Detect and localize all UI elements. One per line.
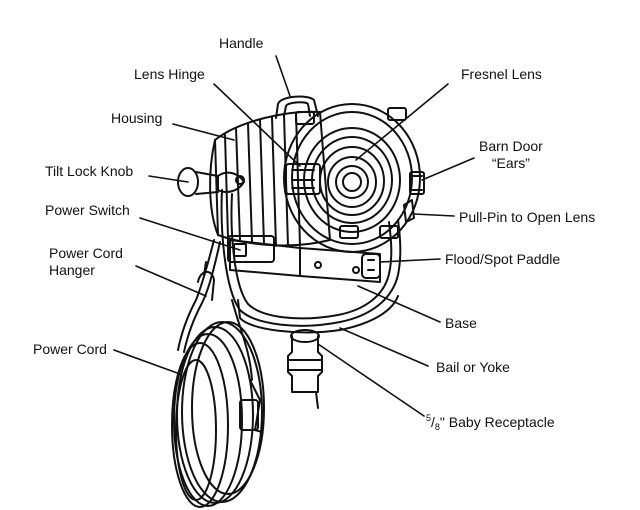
- label-power-cord-hanger-line1: Power Cord: [49, 245, 123, 261]
- power-cord: [177, 239, 221, 353]
- label-tilt-lock-knob: Tilt Lock Knob: [45, 163, 134, 179]
- label-lens-hinge: Lens Hinge: [134, 66, 205, 82]
- label-baby-receptacle-numerator: 5: [426, 413, 432, 423]
- label-flood-spot-paddle: Flood/Spot Paddle: [445, 251, 561, 267]
- label-fresnel-lens: Fresnel Lens: [461, 66, 542, 82]
- handle: [275, 95, 319, 119]
- leader-lens-hinge: [213, 83, 301, 167]
- label-pull-pin: Pull-Pin to Open Lens: [459, 209, 596, 225]
- fraction-slash: /: [431, 414, 435, 430]
- label-bail-or-yoke: Bail or Yoke: [436, 359, 510, 375]
- label-housing: Housing: [111, 110, 163, 126]
- label-barn-door-ears: Barn Door “Ears”: [479, 138, 543, 172]
- leader-bail-or-yoke: [339, 327, 429, 367]
- leader-flood-spot-paddle: [379, 258, 441, 263]
- barn-door-ears: [409, 171, 425, 195]
- label-baby-receptacle-denominator: 8: [434, 422, 440, 432]
- label-power-switch: Power Switch: [45, 202, 130, 218]
- pull-pin: [403, 199, 415, 223]
- power-cord-coil: [171, 299, 265, 508]
- label-base: Base: [445, 315, 477, 331]
- power-switch: [227, 235, 275, 263]
- bail-yoke: [220, 189, 402, 334]
- leader-barn-door-ears: [421, 157, 475, 181]
- leader-power-switch: [139, 217, 241, 251]
- leader-power-cord: [113, 349, 181, 375]
- leader-tilt-lock-knob: [148, 175, 189, 183]
- leader-handle: [275, 55, 291, 97]
- leader-housing: [172, 123, 235, 141]
- leader-baby-receptacle: [317, 343, 425, 417]
- label-power-cord: Power Cord: [33, 341, 107, 357]
- lens-assembly: [283, 103, 421, 253]
- lens-hinge: [285, 163, 321, 195]
- baby-receptacle: [287, 329, 323, 409]
- label-baby-receptacle: 5/8" Baby Receptacle: [426, 413, 555, 433]
- label-power-cord-hanger-line2: Hanger: [49, 262, 95, 278]
- label-handle: Handle: [219, 35, 264, 51]
- leader-base: [357, 285, 441, 323]
- leader-power-cord-hanger: [135, 265, 207, 297]
- flood-spot-paddle: [361, 253, 381, 279]
- leader-fresnel-lens: [355, 83, 449, 161]
- label-power-cord-hanger: Power Cord Hanger: [49, 245, 123, 279]
- label-baby-receptacle-text: " Baby Receptacle: [439, 414, 555, 430]
- tilt-lock-knob: [177, 167, 245, 197]
- label-barn-door-ears-line2: “Ears”: [491, 155, 530, 171]
- leader-lines: [113, 55, 475, 417]
- base-block: [229, 239, 381, 283]
- power-cord-hanger: [197, 261, 215, 301]
- leader-pull-pin: [413, 213, 455, 217]
- label-barn-door-ears-line1: Barn Door: [479, 138, 543, 154]
